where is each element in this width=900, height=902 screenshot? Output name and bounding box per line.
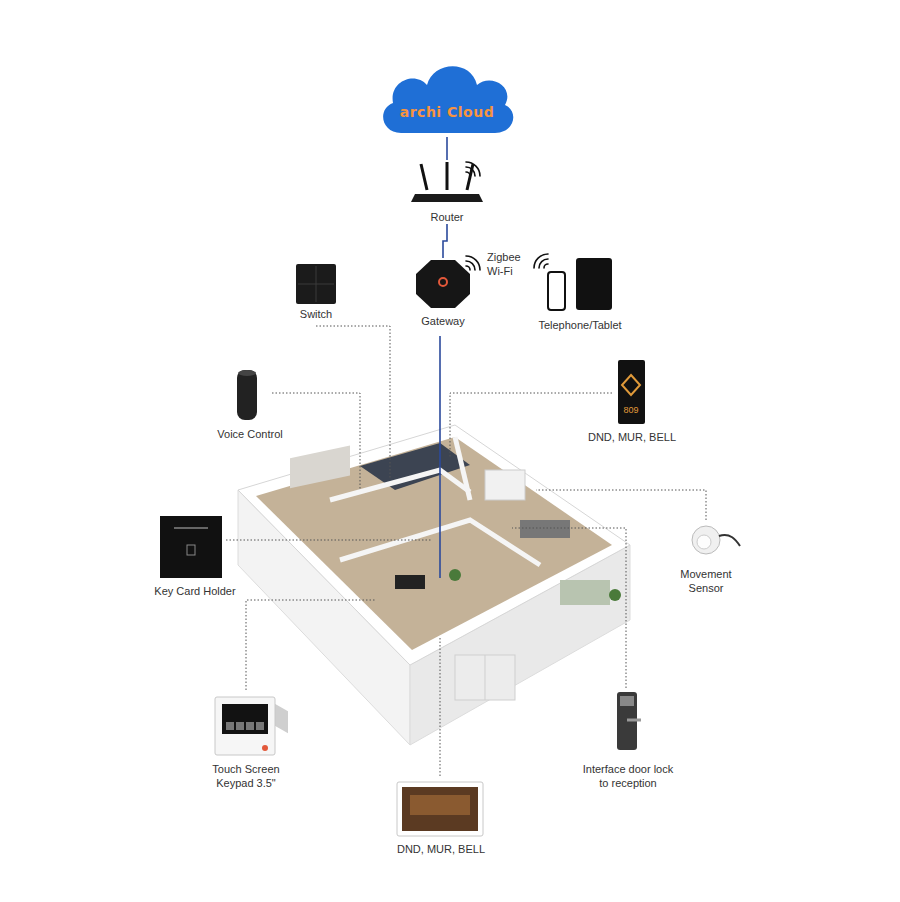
connector-line	[446, 137, 448, 160]
touch-screen-icon	[215, 697, 275, 755]
connector-line	[443, 224, 447, 258]
device-label: DND, MUR, BELL	[577, 430, 687, 444]
cloud-shape	[377, 57, 517, 137]
node-label: Gateway	[421, 314, 464, 328]
dnd-panel-icon	[618, 360, 645, 424]
device-label: Voice Control	[200, 427, 300, 441]
door-lock-icon	[617, 692, 641, 750]
dnd-display-icon	[397, 782, 483, 836]
movement-sensor-icon	[692, 526, 740, 554]
cloud-node: archi Cloud	[377, 57, 517, 137]
node-label: archi Cloud	[377, 105, 517, 119]
telephone-tablet-icon	[548, 258, 612, 310]
device-label: Key Card Holder	[140, 584, 250, 598]
device-label: Switch	[281, 307, 351, 321]
switch-icon	[296, 264, 336, 304]
leader-line	[226, 326, 706, 776]
gateway-link	[439, 336, 441, 578]
router-icon	[409, 160, 485, 206]
voice-control-icon	[237, 370, 257, 420]
room-number: 809	[618, 405, 644, 416]
node-label: Router	[430, 210, 463, 224]
gateway-node: Gateway	[414, 258, 472, 328]
device-label: Telephone/Tablet	[525, 318, 635, 332]
room-illustration	[238, 425, 630, 745]
device-label: DND, MUR, BELL	[386, 842, 496, 856]
device-label: Interface door lock to reception	[577, 762, 679, 790]
router-node: Router	[409, 160, 485, 224]
device-label: Zigbee Wi-Fi	[487, 250, 533, 278]
key-card-holder-icon	[160, 516, 222, 578]
device-label: Touch Screen Keypad 3.5"	[204, 762, 288, 790]
device-label: Movement Sensor	[670, 567, 742, 595]
gateway-icon	[414, 258, 472, 310]
